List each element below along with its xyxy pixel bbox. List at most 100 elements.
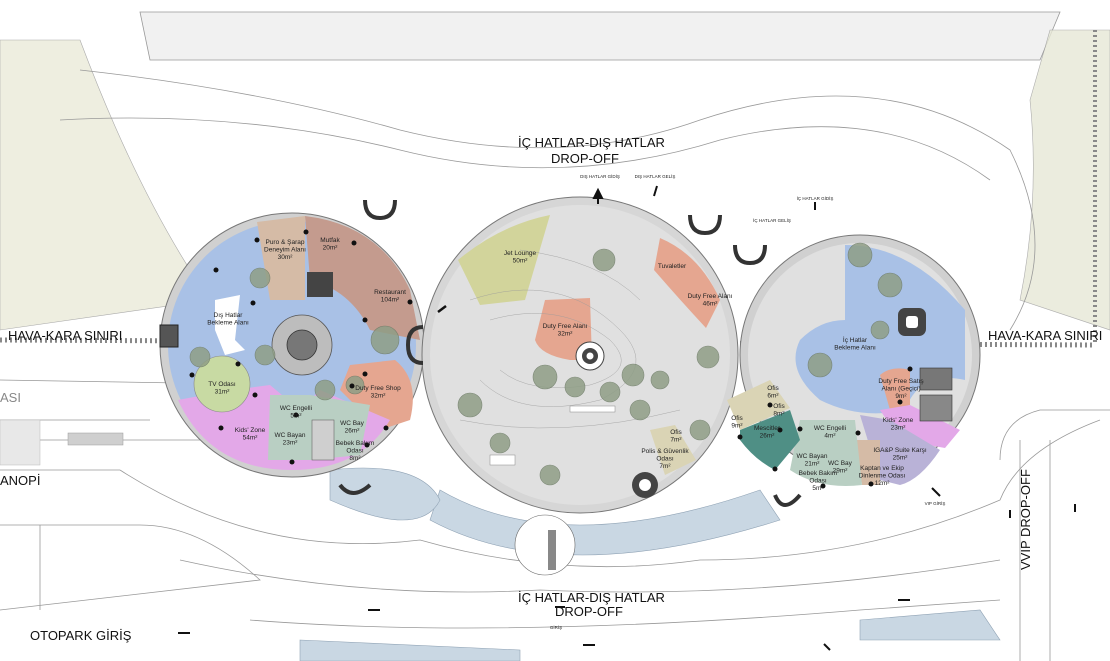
room-label-line: Tuvaletler	[658, 263, 687, 270]
room-ofis	[727, 380, 790, 430]
room-wc	[790, 420, 862, 486]
room-label-line: Mutfak	[320, 237, 340, 244]
room-mescitler	[740, 410, 800, 470]
room-label-line: WC Bayan	[796, 453, 827, 460]
room-label-line: Ofis	[670, 429, 682, 436]
room-label-line: WC Engelli	[814, 425, 846, 432]
direction-arrows	[178, 185, 1076, 651]
room-label-line: 26m²	[760, 433, 776, 440]
room-label-line: Jet Lounge	[504, 250, 537, 257]
room-label-line: Polis & Güvenlik	[641, 448, 689, 455]
room-label-line: 7m²	[670, 437, 682, 444]
room-label-line: Duty Free Alanı	[688, 293, 733, 300]
room-label-line: 54m²	[243, 435, 259, 442]
room-duty-free-46	[654, 238, 720, 328]
room-label-line: 104m²	[381, 297, 400, 304]
room-label-line: Kids' Zone	[235, 427, 266, 434]
room-label-line: WC Bay	[828, 460, 853, 467]
dis-hatlar-gelis: DIŞ HATLAR GELİŞ	[635, 173, 676, 179]
dropoff-top-line2: DROP-OFF	[551, 151, 619, 166]
room-polis	[650, 425, 696, 475]
room-label-line: Dış Hatlar	[214, 312, 244, 319]
dropoff-bottom-line2: DROP-OFF	[555, 604, 623, 619]
room-label-line: 50m²	[513, 258, 529, 265]
border-label-left: HAVA-KARA SINIRI	[8, 328, 122, 343]
column-pod	[159, 324, 179, 348]
room-label-line: Kaptan ve Ekip	[860, 465, 904, 472]
room-label-line: TV Odası	[208, 381, 236, 388]
stair-core	[311, 419, 335, 461]
room-restaurant	[305, 216, 420, 340]
room-label-line: WC Bayan	[274, 432, 305, 439]
room-label-line: 8m²	[349, 455, 361, 462]
dropoff-top-line1: İÇ HATLAR-DIŞ HATLAR	[518, 135, 665, 150]
giris-label: GİRİŞ	[550, 624, 562, 630]
room-label-line: Kids' Zone	[883, 417, 914, 424]
room-label-line: 4m²	[824, 433, 836, 440]
room-label-line: Duty Free Alanı	[543, 323, 588, 330]
room-label-line: 46m²	[703, 301, 719, 308]
room-label-line: Odası	[346, 448, 364, 455]
room-label-line: Bekleme Alanı	[207, 320, 249, 327]
room-label-line: Duty Free Shop	[355, 385, 401, 392]
room-duty-free-32	[535, 298, 592, 360]
room-label-line: 6m²	[767, 393, 779, 400]
room-label-line: IGA&P Suite Karşı	[873, 447, 927, 454]
room-wc-bayan	[268, 395, 310, 460]
room-label-line: 21m²	[805, 461, 821, 468]
room-label-line: Restaurant	[374, 289, 406, 296]
otopark-label: OTOPARK GİRİŞ	[30, 628, 132, 643]
room-label-line: 32m²	[558, 331, 574, 338]
dropoff-bottom-line1: İÇ HATLAR-DIŞ HATLAR	[518, 590, 665, 605]
dis-hatlar-gidis: DIŞ HATLAR GİDİŞ	[580, 173, 620, 179]
room-label-line: 5m²	[290, 413, 302, 420]
seating-island	[215, 295, 245, 355]
room-label-line: Ofis	[773, 403, 785, 410]
room-label-line: 8m²	[773, 411, 785, 418]
room-label-line: 32m²	[371, 393, 387, 400]
room-label-tuvalet: Tuvaletler	[658, 263, 687, 270]
room-label-line: Mescitler	[754, 425, 781, 432]
room-label-line: WC Engelli	[280, 405, 312, 412]
asi-label: ASI	[0, 390, 21, 405]
room-label-line: 23m²	[891, 425, 907, 432]
room-label-line: Bebek Bakım	[336, 440, 375, 447]
room-jet-lounge	[458, 215, 550, 305]
vip-giris: VIP GİRİŞ	[925, 500, 946, 506]
room-label-line: 9m²	[731, 423, 743, 430]
site-labels: İÇ HATLAR-DIŞ HATLAR DROP-OFF İÇ HATLAR-…	[0, 135, 1102, 643]
room-kaptan	[855, 440, 880, 485]
ic-hatlar-gidis: İÇ HATLAR GİDİŞ	[797, 195, 834, 201]
room-label-line: Bekleme Alanı	[834, 345, 876, 352]
room-label-line: 12m²	[875, 480, 891, 487]
room-label-line: 25m²	[893, 455, 909, 462]
room-label-line: İç Hatlar	[843, 335, 868, 344]
room-label-line: Alanı (Geçici)	[881, 386, 920, 393]
